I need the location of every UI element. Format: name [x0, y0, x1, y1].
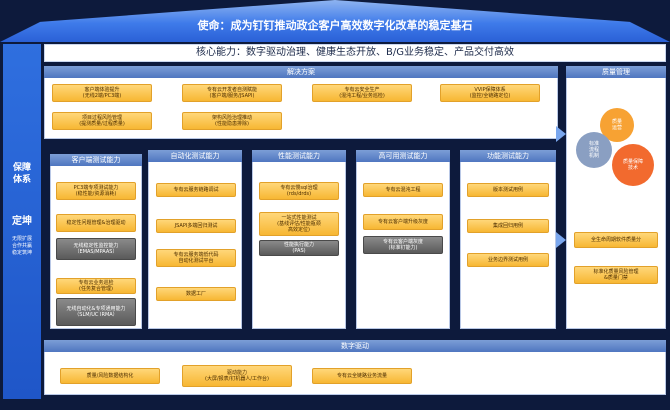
- func-test-title: 功能测试能力: [460, 150, 556, 162]
- arrow-icon: [556, 232, 566, 248]
- quality-item: 标准化质量风险管理 &质量门禁: [574, 266, 658, 284]
- solution-item: 项目过程风险管理 (提测质量/过程质量): [52, 112, 152, 130]
- arrow-icon: [556, 126, 566, 142]
- client-test-item: 稳定性问题管理&治理驱动: [56, 214, 136, 232]
- guarantee-title: 保障 体系: [12, 163, 31, 185]
- ha-test-item: 专有云客户端灰度 (标准钉能力): [363, 236, 443, 254]
- solution-item: 专有云安全生产 (混沌工程/业务巡检): [312, 84, 412, 102]
- client-test-item: 无线自动化&专项通用能力 （SLM/UC IRMA）: [56, 298, 136, 326]
- guarantee-bar: [3, 44, 41, 399]
- client-test-title: 客户端测试能力: [50, 154, 142, 166]
- gear-icon-quality-tech: 质量保障 技术: [612, 144, 654, 186]
- data-driven-item: 专有云全链路业务流量: [312, 368, 412, 384]
- mission-text: 使命：成为钉钉推动政企客户高效数字化改革的稳定基石: [197, 19, 473, 32]
- quality-item: 全生命周期软件质量分: [574, 232, 658, 248]
- solution-title: 解决方案: [44, 66, 558, 78]
- ha-test-item: 专有云混沌工程: [363, 183, 443, 197]
- func-test-item: 集成回归用例: [467, 219, 549, 233]
- perf-test-item: 一站式性能测试 (基线评估/性能瓶颈 高效定位): [259, 212, 339, 236]
- data-driven-item: 质量/风险数据结构化: [60, 368, 160, 384]
- data-driven-item: 驱动能力 (大屏/报表/钉机器人/工作台): [182, 365, 292, 387]
- core-capability-bar: 核心能力：数字驱动治理、健康生态开放、B/G业务稳定、产品交付高效: [44, 44, 666, 62]
- guarantee-subtitle: 定坤: [12, 216, 32, 227]
- func-test-item: 版本测试用例: [467, 183, 549, 197]
- client-test-item: 专有云业务巡检 (任务复合管理): [56, 278, 136, 294]
- solution-item: 专有云开发者自测赋能 (客户端/服务/JSAPI): [182, 84, 282, 102]
- guarantee-note: 无限扩展 合作共赢 稳定筑坤: [11, 236, 32, 256]
- auto-test-panel: [148, 150, 242, 329]
- gear-icon-standard-process: 标准 流程 机制: [576, 132, 612, 168]
- auto-test-item: 专有云服务端低代码 自动化测试平台: [156, 249, 236, 267]
- solution-item: VVIP保障体系 (监控/全链路定位): [440, 84, 540, 102]
- client-test-item: PC3端专项测试能力 (稳性能/资源消耗): [56, 182, 136, 200]
- auto-test-item: 数据工厂: [156, 287, 236, 301]
- func-test-panel: [460, 150, 556, 329]
- ha-test-title: 高可用测试能力: [356, 150, 450, 162]
- perf-test-title: 性能测试能力: [252, 150, 346, 162]
- perf-test-item: 性能执行能力 (PAS): [259, 240, 339, 256]
- solution-item: 客户端体验提升 (无线2端/PC3端): [52, 84, 152, 102]
- auto-test-item: 专有云服务链路调试: [156, 183, 236, 197]
- data-driven-title: 数字驱动: [44, 340, 666, 352]
- auto-test-item: JSAPI多端回归测试: [156, 219, 236, 233]
- auto-test-title: 自动化测试能力: [148, 150, 242, 162]
- perf-test-panel: [252, 150, 346, 329]
- func-test-item: 业务边界测试用例: [467, 253, 549, 267]
- quality-panel: [566, 66, 666, 329]
- perf-test-item: 专有云慢sql治理 (rds/drds): [259, 182, 339, 200]
- quality-title: 质量管理: [566, 66, 666, 78]
- ha-test-item: 专有云客户端升级灰度: [363, 214, 443, 230]
- client-test-item: 无线稳定性监控能力 （EMAS/MPAAS）: [56, 238, 136, 260]
- solution-item: 架构风险治理推动 (性能隐患排除): [182, 112, 282, 130]
